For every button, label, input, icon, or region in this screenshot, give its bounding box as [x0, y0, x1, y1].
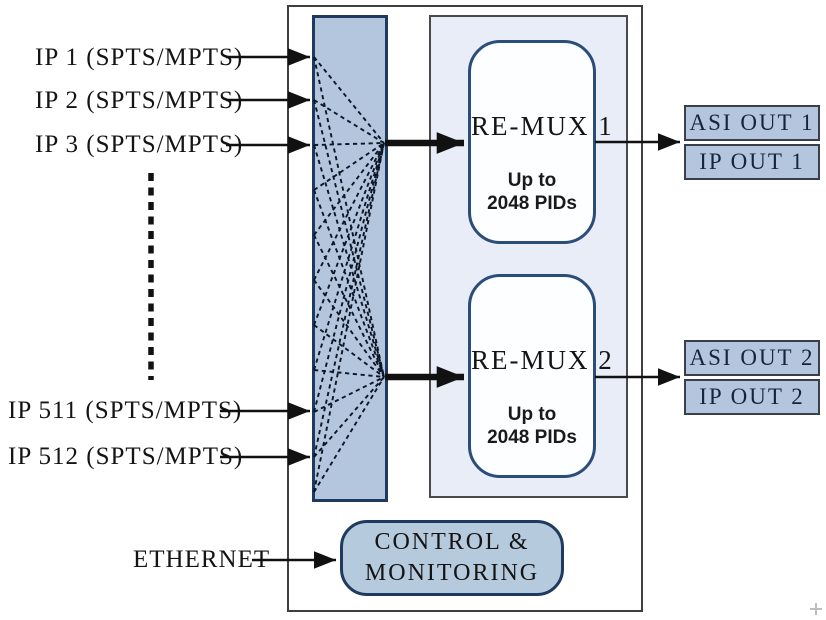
asi-out-2-port: ASI OUT 2 [684, 340, 820, 376]
control-monitoring-block: CONTROL & MONITORING [340, 520, 564, 596]
crossbar-dashed-links [313, 56, 385, 493]
ethernet-label: ETHERNET [133, 546, 271, 573]
input-arrows [220, 48, 336, 569]
remux-2-block: RE-MUX 2 Up to 2048 PIDs [468, 274, 614, 478]
asi-out-1-port: ASI OUT 1 [684, 105, 820, 141]
ip-out-2-port: IP OUT 2 [684, 379, 820, 415]
remux-2-title: RE-MUX 2 [471, 345, 614, 375]
input-label-ip512: IP 512 (SPTS/MPTS) [8, 443, 244, 470]
input-label-ip3: IP 3 (SPTS/MPTS) [35, 131, 244, 158]
mux-to-output-arrows [595, 133, 680, 386]
control-line1: CONTROL & [374, 529, 530, 555]
ip-out-1-port: IP OUT 1 [684, 144, 820, 180]
cursor-artifact [810, 603, 822, 615]
remux-1-capacity: Up to 2048 PIDs [487, 170, 577, 214]
input-label-ip2: IP 2 (SPTS/MPTS) [35, 87, 244, 114]
remux-1-title: RE-MUX 1 [471, 111, 614, 141]
input-label-ip1: IP 1 (SPTS/MPTS) [35, 44, 244, 71]
switch-to-mux-arrows [385, 132, 464, 388]
input-label-ip511: IP 511 (SPTS/MPTS) [8, 397, 243, 424]
control-line2: MONITORING [364, 560, 540, 586]
remux-1-block: RE-MUX 1 Up to 2048 PIDs [468, 40, 614, 244]
remux-2-capacity: Up to 2048 PIDs [487, 404, 577, 448]
